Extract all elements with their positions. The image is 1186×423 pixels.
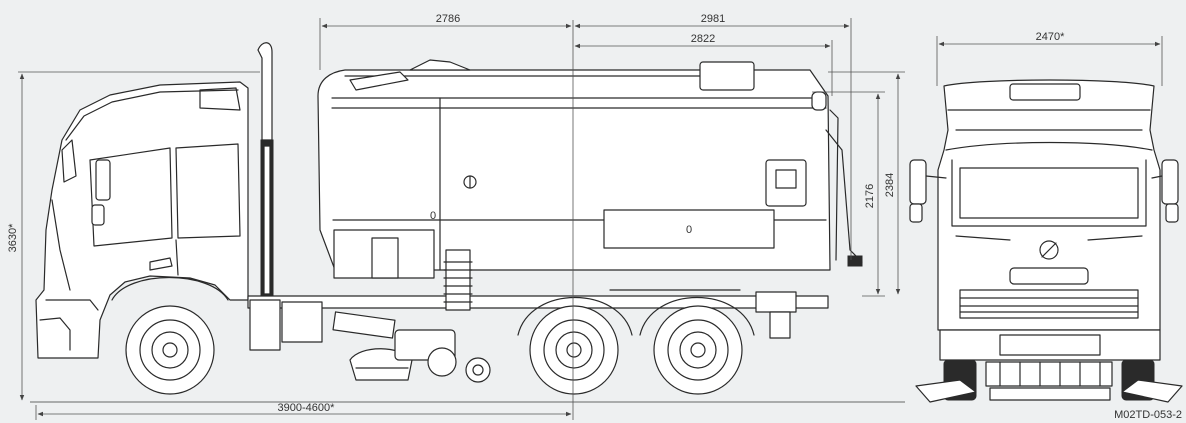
rear-wheel-1 [517,296,633,395]
sweeper-body: 0 0 [317,59,863,279]
rear-crossmember [755,291,797,313]
dim-2981: 2981 [701,13,725,25]
tank-mark-b: 0 [686,224,692,236]
dim-2384: 2384 [884,173,896,197]
dim-2822: 2822 [691,33,715,45]
dim-2786: 2786 [436,13,460,25]
dim-3630: 3630* [7,223,19,252]
truck-cab [35,81,249,359]
sweeping-unit [332,249,491,383]
rear-bracket [769,311,791,339]
drawing-code: M02TD-053-2 [1114,409,1182,421]
dim-2176: 2176 [864,184,876,208]
exhaust-stack [257,42,274,301]
side-view: 0 0 [30,42,905,403]
front-view [909,79,1183,403]
side-dimensions: 2786 2981 2822 2176 2384 3630* 3900-4600… [7,13,905,420]
front-wheel [111,277,229,395]
dim-wheelbase: 3900-4600* [278,402,336,414]
rear-wheel-2 [639,296,755,395]
dim-2470: 2470* [1036,31,1065,43]
front-dimensions: 2470* [936,31,1163,86]
tank-mark-a: 0 [430,210,436,222]
